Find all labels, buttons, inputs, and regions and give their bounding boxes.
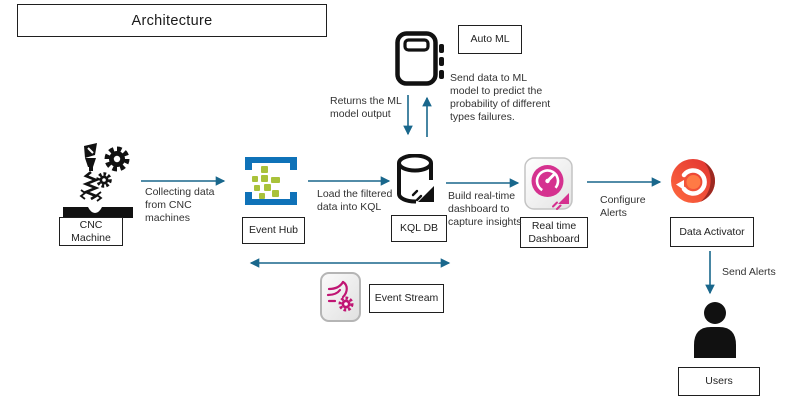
auto-ml-label: Auto ML	[458, 25, 522, 54]
diagram-title: Architecture	[17, 4, 327, 37]
kql-database-icon	[397, 154, 436, 206]
realtime-dashboard-gauge-icon	[524, 157, 573, 210]
realtime-dashboard-label: Real time Dashboard	[520, 217, 588, 248]
cnc-machine-icon	[63, 143, 133, 218]
users-label: Users	[678, 367, 760, 396]
note-send-alerts: Send Alerts	[722, 266, 776, 278]
note-returns-ml-output: Returns the ML model output	[330, 95, 402, 120]
user-silhouette-icon	[694, 302, 736, 358]
ml-model-notebook-icon	[395, 31, 444, 86]
event-hub-label: Event Hub	[242, 217, 305, 244]
note-load-kql: Load the filtered data into KQL	[317, 188, 393, 213]
data-activator-icon	[671, 159, 715, 203]
data-activator-label: Data Activator	[670, 217, 754, 247]
note-send-data-to-ml: Send data to ML model to predict the pro…	[450, 72, 551, 123]
event-hub-icon	[245, 157, 297, 205]
cnc-machine-label: CNC Machine	[59, 217, 123, 246]
note-collecting-data: Collecting data from CNC machines	[145, 186, 215, 224]
event-stream-label: Event Stream	[369, 284, 444, 313]
event-stream-icon	[320, 272, 361, 322]
kql-db-label: KQL DB	[391, 215, 447, 242]
note-build-dashboard: Build real-time dashboard to capture ins…	[448, 190, 522, 228]
note-configure-alerts: Configure Alerts	[600, 194, 646, 219]
diagram-title-text: Architecture	[131, 12, 213, 29]
